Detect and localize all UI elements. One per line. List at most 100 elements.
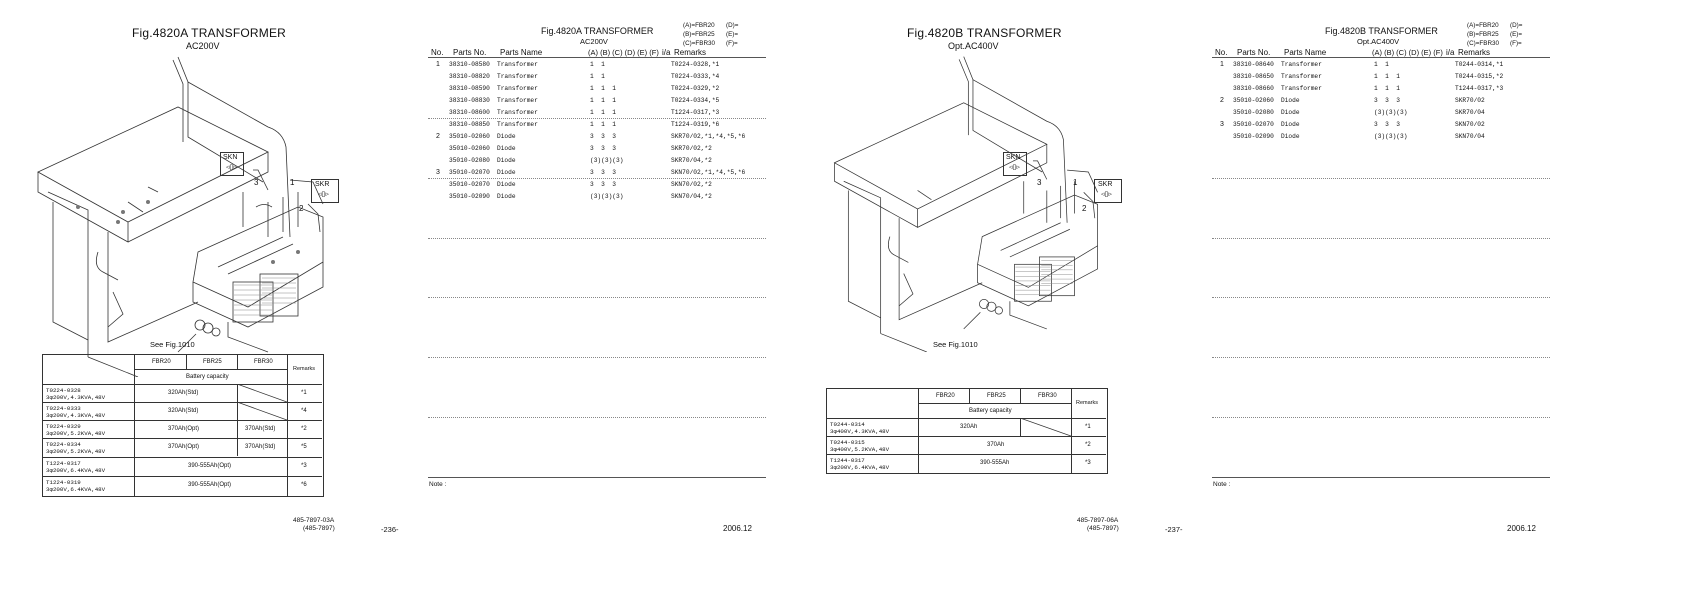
list-row-part-number: 38310-08850 (449, 121, 490, 128)
row-remark: *5 (301, 444, 307, 450)
list-row-quantity: 3 3 3 (1374, 97, 1400, 104)
list-row-part-number: 38310-08580 (449, 61, 490, 68)
callout-2: 2 (1082, 204, 1087, 213)
list-row-part-number: 35010-02080 (1233, 109, 1274, 116)
list-row-no: 2 (436, 133, 440, 140)
col-parts-name: Parts Name (1284, 48, 1327, 57)
date: 2006.12 (1507, 524, 1536, 533)
list-row-remark: T0224-0328,*1 (671, 61, 720, 68)
callout-2: 2 (299, 204, 304, 213)
col-remarks: Remarks (674, 48, 707, 57)
skr-label: SKR (315, 181, 330, 188)
list-row-part-name: Diode (1281, 109, 1300, 116)
diode-icon: ◃▯▹ (318, 191, 329, 198)
list-row-quantity: 3 3 3 (590, 133, 616, 140)
list-row-part-name: Diode (1281, 121, 1300, 128)
skr-label: SKR (1098, 181, 1113, 188)
callout-3: 3 (254, 178, 259, 187)
list-row-remark: T1244-0317,*3 (1455, 85, 1504, 92)
list-title: Fig.4820A TRANSFORMER (541, 26, 654, 36)
model-legend-2: (D)=(E)=(F)= (1510, 22, 1523, 47)
list-title: Fig.4820B TRANSFORMER (1325, 26, 1438, 36)
list-row-remark: T0244-0315,*2 (1455, 73, 1504, 80)
row-capacity: 370Ah(Opt) (168, 426, 200, 432)
list-row-remark: SKR70/04,*2 (671, 157, 712, 164)
list-row-remark: SKR70/02 (1455, 97, 1485, 104)
list-row-remark: T0224-0334,*5 (671, 97, 720, 104)
list-row-remark: SKN70/02 (1455, 121, 1485, 128)
list-row-part-number: 35010-02060 (1233, 97, 1274, 104)
row-capacity: 390-555Ah(Opt) (188, 482, 232, 488)
list-row-quantity: 3 3 3 (590, 145, 616, 152)
row-remark: *6 (301, 482, 307, 488)
list-row-no: 3 (1220, 121, 1224, 128)
list-row-part-name: Transformer (1281, 61, 1322, 68)
list-subtitle: AC200V (580, 37, 608, 46)
diode-icon: ◃▯▹ (1101, 191, 1112, 198)
skn-callout-box: SKN ◃▯▹ (220, 152, 244, 176)
list-row-quantity: (3)(3)(3) (1374, 109, 1408, 116)
list-row-remark: T0244-0314,*1 (1455, 61, 1504, 68)
list-row-part-number: 35010-02070 (1233, 121, 1274, 128)
list-row-part-name: Diode (497, 157, 516, 164)
figure-subtitle: Opt.AC400V (948, 41, 999, 51)
list-row-part-number: 38310-08830 (449, 97, 490, 104)
row-capacity: 320Ah (960, 424, 978, 430)
table-diagonal (237, 384, 287, 420)
row-capacity: 320Ah(Std) (168, 390, 199, 396)
header-remarks: Remarks (293, 366, 316, 372)
list-row-no: 1 (436, 61, 440, 68)
list-row-part-number: 38310-08660 (1233, 85, 1274, 92)
list-row-remark: SKR70/02,*1,*4,*5,*6 (671, 133, 746, 140)
row-capacity: 370Ah(Opt) (168, 444, 200, 450)
list-row-remark: SKN70/04,*2 (671, 193, 712, 200)
col-ia: i/a (662, 48, 671, 57)
list-row-quantity: 1 1 1 (590, 121, 616, 128)
note-label: Note : (429, 481, 447, 488)
row-remark: *2 (1085, 442, 1091, 448)
row-capacity: 370Ah (987, 442, 1005, 448)
list-row-part-name: Transformer (1281, 85, 1322, 92)
list-row-part-number: 35010-02080 (449, 157, 490, 164)
list-row-quantity: 3 3 3 (1374, 121, 1400, 128)
list-row-quantity: (3)(3)(3) (1374, 133, 1408, 140)
row-capacity: 390-555Ah(Opt) (188, 463, 232, 469)
col-parts-no: Parts No. (1237, 48, 1271, 57)
list-row-part-name: Transformer (497, 61, 538, 68)
list-row-part-name: Diode (497, 181, 516, 188)
list-row-quantity: 1 1 1 (590, 109, 616, 116)
col-remarks: Remarks (1458, 48, 1491, 57)
list-row-part-number: 38310-08640 (1233, 61, 1274, 68)
transformer-diagram (37, 56, 324, 377)
list-row-part-number: 35010-02090 (1233, 133, 1274, 140)
col-ia: i/a (1446, 48, 1455, 57)
list-row-part-name: Transformer (497, 85, 538, 92)
header-fbr25: FBR25 (987, 393, 1006, 399)
row-capacity: 390-555Ah (980, 460, 1010, 466)
row-remark: *1 (1085, 424, 1091, 430)
page-number: -237- (1165, 525, 1183, 534)
doc-number-ref: (485-7897) (1087, 525, 1119, 532)
list-row-quantity: 1 1 (590, 73, 605, 80)
list-row-quantity: 1 1 (1374, 61, 1389, 68)
list-row-part-number: 38310-08600 (449, 109, 490, 116)
list-row-part-name: Transformer (497, 73, 538, 80)
list-row-part-name: Transformer (497, 121, 538, 128)
list-row-no: 3 (436, 169, 440, 176)
list-row-remark: SKN70/02,*2 (671, 181, 712, 188)
row-capacity-b: 370Ah(Std) (245, 426, 276, 432)
list-row-quantity: (3)(3)(3) (590, 157, 624, 164)
diode-icon: ◃▯▹ (1009, 164, 1020, 171)
list-row-part-name: Diode (1281, 97, 1300, 104)
list-row-part-number: 35010-02070 (449, 181, 490, 188)
header-fbr25: FBR25 (203, 359, 222, 365)
list-row-quantity: 3 3 3 (590, 169, 616, 176)
skn-label: SKN (1006, 154, 1021, 161)
list-row-part-name: Diode (497, 145, 516, 152)
callout-1: 1 (290, 178, 295, 187)
model-legend-2: (D)=(E)=(F)= (726, 22, 739, 47)
